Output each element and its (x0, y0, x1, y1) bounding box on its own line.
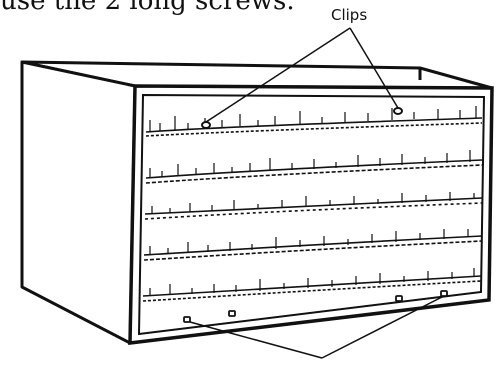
clips-callout-leaders (205, 27, 399, 123)
screw-callout-leaders (189, 295, 445, 359)
clip-right (393, 107, 403, 115)
cabinet-side (20, 60, 137, 345)
screw-hole-2 (228, 310, 236, 317)
screw-hole-3 (395, 295, 403, 302)
front-grille (128, 84, 494, 345)
grille-outer-frame (128, 84, 494, 345)
grille-fin-hatching (149, 106, 477, 296)
screw-hole-4 (440, 290, 448, 297)
instruction-caption: use the 2 long screws. (0, 0, 295, 16)
grille-inner-frame (137, 93, 486, 336)
clip-left (201, 121, 211, 129)
screw-hole-1 (183, 316, 191, 323)
grille-louvers (142, 117, 483, 302)
clips-callout-label: Clips (331, 6, 368, 24)
